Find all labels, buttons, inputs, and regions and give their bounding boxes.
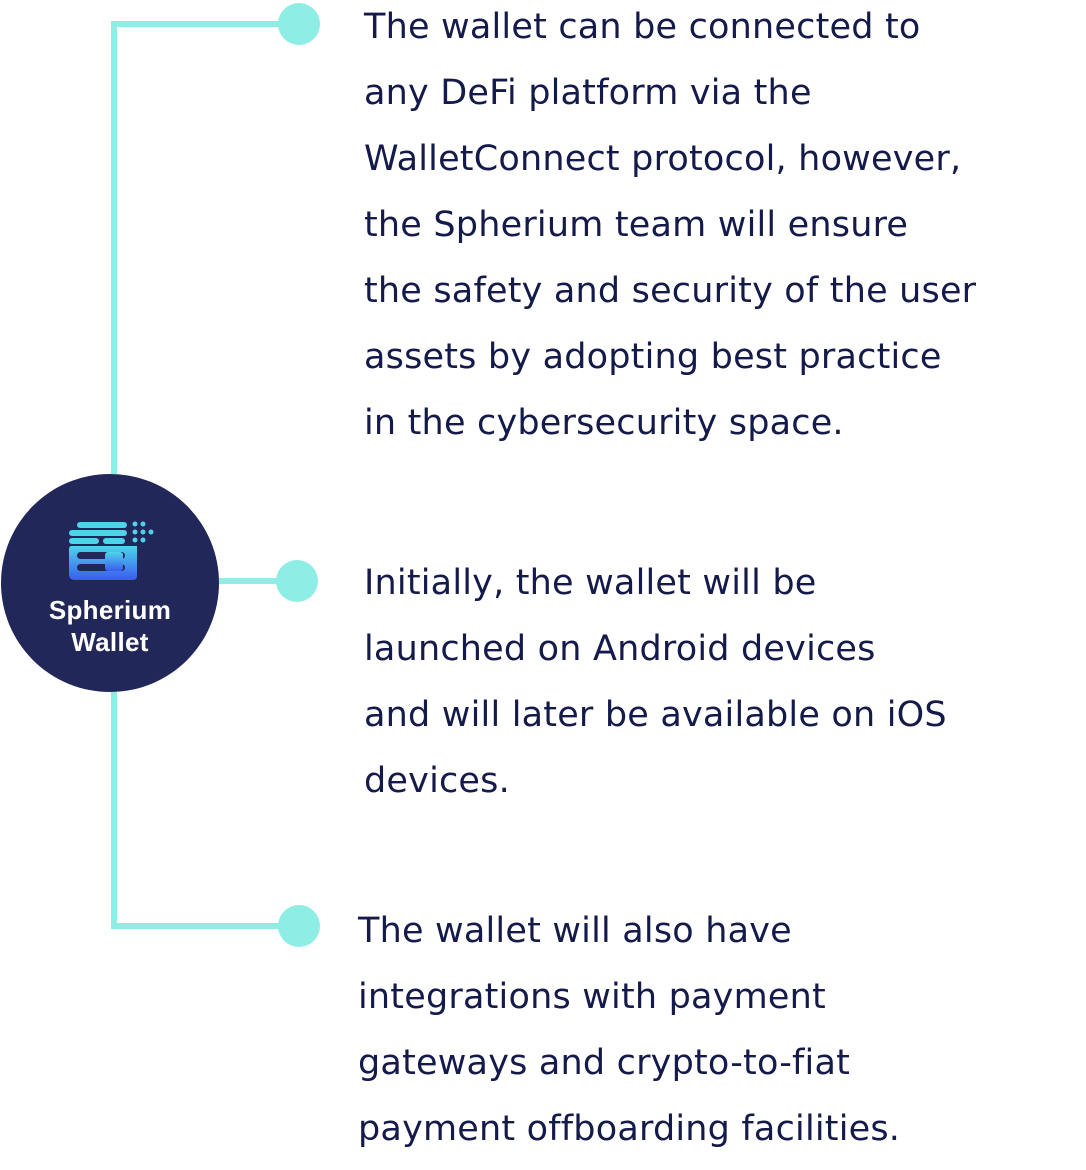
point-1-line: the safety and security of the user <box>364 271 977 311</box>
point-2-line: Initially, the wallet will be <box>364 563 817 603</box>
connector-line-top <box>111 21 296 474</box>
point-2-line: devices. <box>364 761 510 801</box>
connector-line-bottom <box>111 690 298 929</box>
point-text-1: The wallet can be connected to any DeFi … <box>364 0 976 456</box>
point-text-2: Initially, the wallet will be launched o… <box>364 550 947 814</box>
point-3-line: gateways and crypto-to-fiat <box>358 1043 851 1083</box>
hub-title: Spherium Wallet <box>49 594 171 658</box>
point-1-line: in the cybersecurity space. <box>364 403 844 443</box>
point-1-line: The wallet can be connected to <box>364 7 921 47</box>
bullet-dot-1 <box>278 3 320 45</box>
point-3-line: payment offboarding facilities. <box>358 1109 901 1149</box>
bullet-dot-2 <box>276 560 318 602</box>
point-1-line: WalletConnect protocol, however, <box>364 139 962 179</box>
hub-title-line-2: Wallet <box>71 627 149 657</box>
spherium-wallet-logo-icon <box>69 521 154 580</box>
spherium-wallet-hub: Spherium Wallet <box>1 474 219 692</box>
bullet-dot-3 <box>278 905 320 947</box>
point-1-line: assets by adopting best practice <box>364 337 942 377</box>
hub-title-line-1: Spherium <box>48 595 172 625</box>
point-2-line: and will later be available on iOS <box>364 695 947 735</box>
point-text-3: The wallet will also have integrations w… <box>358 898 900 1162</box>
point-1-line: any DeFi platform via the <box>364 73 812 113</box>
point-3-line: The wallet will also have <box>358 911 792 951</box>
point-3-line: integrations with payment <box>358 977 826 1017</box>
point-1-line: the Spherium team will ensure <box>364 205 909 245</box>
point-2-line: launched on Android devices <box>364 629 876 669</box>
